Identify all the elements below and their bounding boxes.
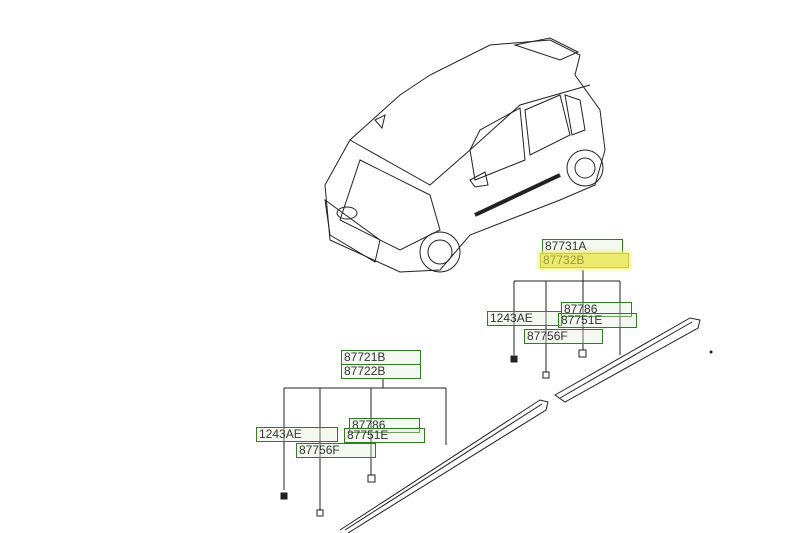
right-molding [554, 317, 701, 403]
part-label-87756F[interactable]: 87756F [296, 443, 376, 458]
part-label-87722B[interactable]: 87722B [341, 364, 421, 379]
part-label-1243AE[interactable]: 1243AE [256, 427, 338, 442]
left-molding [339, 399, 549, 533]
part-label-87756F[interactable]: 87756F [524, 329, 603, 344]
part-label-87721B[interactable]: 87721B [341, 350, 421, 365]
part-label-87751E[interactable]: 87751E [558, 313, 637, 328]
part-label-87732B-highlighted[interactable]: 87732B [540, 253, 629, 268]
part-label-87731A[interactable]: 87731A [542, 239, 623, 254]
clip-icons [280, 349, 587, 517]
left-tree-lines [283, 379, 447, 510]
part-label-1243AE[interactable]: 1243AE [487, 311, 562, 326]
car-illustration [324, 37, 606, 273]
part-label-87751E[interactable]: 87751E [344, 428, 425, 443]
right-tree-lines [513, 270, 621, 372]
